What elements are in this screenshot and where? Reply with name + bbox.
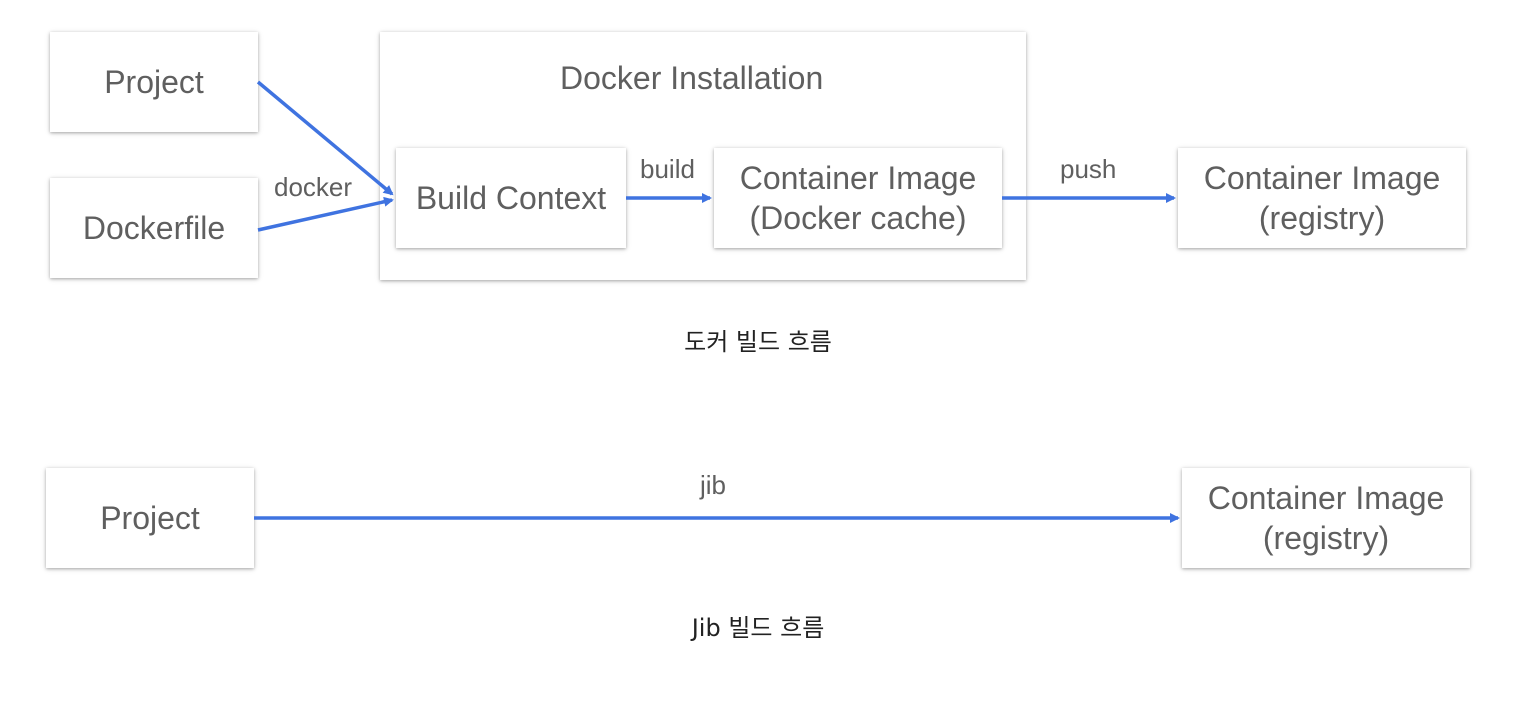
jib-project-node: Project — [46, 468, 254, 568]
arrow-project-to-build-context — [256, 80, 394, 196]
docker-installation-title: Docker Installation — [560, 60, 824, 96]
jib-registry-image-line2: (registry) — [1262, 520, 1390, 556]
edge-label-build: build — [640, 154, 695, 184]
docker-project-label: Project — [104, 64, 204, 100]
docker-registry-image-line2: (registry) — [1258, 200, 1386, 236]
jib-registry-image-line1: Container Image — [1207, 480, 1445, 516]
docker-flow-caption: 도커 빌드 흐름 — [684, 328, 832, 356]
jib-registry-image-node: Container Image (registry) — [1182, 468, 1470, 568]
jib-flow-caption: Jib 빌드 흐름 — [691, 614, 825, 642]
dockerfile-node: Dockerfile — [50, 178, 258, 278]
docker-registry-image-line1: Container Image — [1203, 160, 1441, 196]
build-context-label: Build Context — [415, 180, 607, 216]
edge-label-jib: jib — [700, 470, 727, 500]
edge-label-docker: docker — [274, 172, 353, 202]
arrow-dockerfile-to-build-context — [257, 196, 394, 232]
docker-cache-image-node: Container Image (Docker cache) — [714, 148, 1002, 248]
docker-project-node: Project — [50, 32, 258, 132]
dockerfile-label: Dockerfile — [82, 210, 226, 246]
edge-label-push: push — [1060, 154, 1117, 184]
docker-cache-image-line2: (Docker cache) — [749, 200, 967, 236]
jib-project-label: Project — [100, 500, 200, 536]
build-context-node: Build Context — [396, 148, 626, 248]
docker-cache-image-line1: Container Image — [739, 160, 977, 196]
docker-registry-image-node: Container Image (registry) — [1178, 148, 1466, 248]
